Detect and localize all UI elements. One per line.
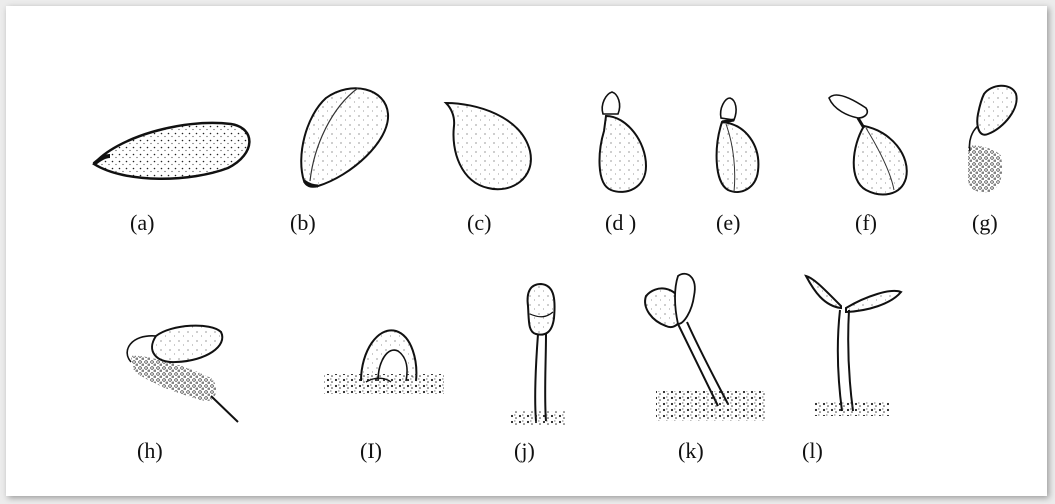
caption-j: (j) [514, 440, 535, 462]
caption-c: (c) [467, 212, 491, 234]
caption-i: (I) [360, 440, 382, 462]
seed-stage-g [968, 86, 1017, 193]
seed-stage-d [600, 92, 646, 192]
seed-stage-i [324, 330, 444, 394]
caption-h: (h) [137, 440, 163, 462]
figure-frame: (a) (b) (c) (d ) (e) (f) (g) (h) (I) (j)… [6, 6, 1047, 496]
germination-drawings [6, 6, 1047, 496]
seed-stage-c [446, 103, 531, 189]
caption-l: (l) [802, 440, 823, 462]
caption-a: (a) [130, 212, 154, 234]
seed-stage-k [645, 274, 766, 421]
seed-stage-h [127, 326, 238, 422]
seed-stage-a [94, 123, 249, 179]
seed-stage-e [717, 98, 759, 192]
seed-stage-b [301, 88, 388, 187]
caption-b: (b) [290, 212, 316, 234]
seed-stage-f [829, 95, 907, 194]
caption-d: (d ) [605, 212, 636, 234]
seed-stage-j [511, 284, 566, 425]
caption-k: (k) [678, 440, 704, 462]
seed-stage-l [806, 276, 901, 416]
caption-e: (e) [716, 212, 740, 234]
caption-f: (f) [855, 212, 877, 234]
caption-g: (g) [972, 212, 998, 234]
